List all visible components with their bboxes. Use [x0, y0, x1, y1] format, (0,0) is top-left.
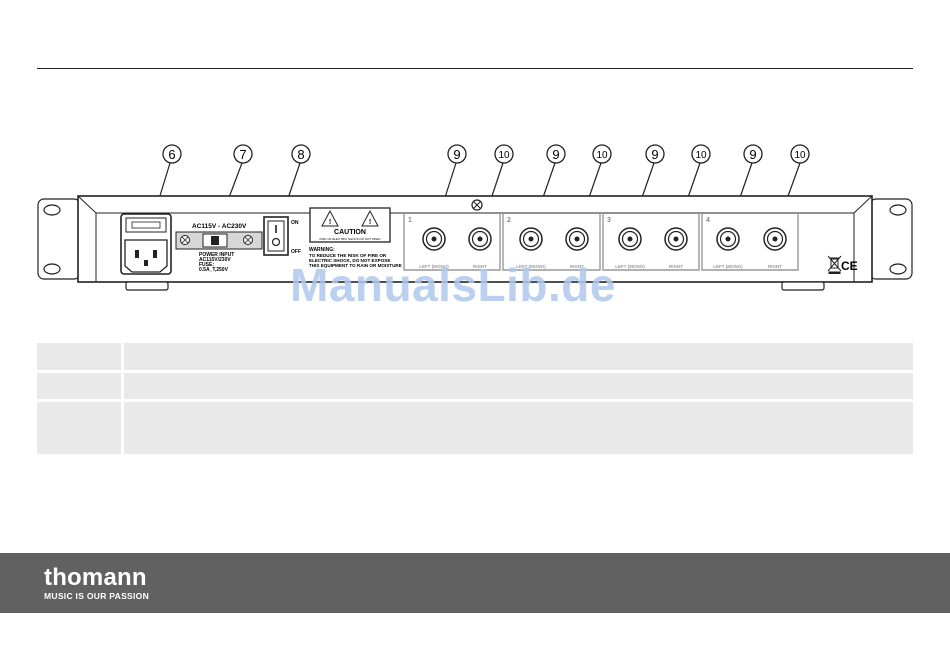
callout-10-ch1: 10 [494, 144, 514, 164]
svg-text:10: 10 [498, 150, 510, 161]
svg-text:9: 9 [552, 147, 559, 162]
brand-tagline: MUSIC IS OUR PASSION [44, 591, 150, 601]
callout-9-ch3: 9 [645, 144, 665, 164]
table-cell-label [37, 343, 121, 370]
callout-10-ch2: 10 [592, 144, 612, 164]
channel-2: 2 LEFT (MONO) RIGHT [502, 213, 601, 271]
ce-mark: CE [841, 259, 858, 273]
header-rule [37, 68, 913, 69]
svg-text:10: 10 [695, 150, 707, 161]
watermark: ManualsLib.de [290, 259, 616, 311]
warning-line-2: ELECTRIC SHOCK, DO NOT EXPOSE [309, 258, 390, 263]
table-row [37, 402, 913, 454]
svg-text:7: 7 [239, 147, 246, 162]
svg-text:RIGHT: RIGHT [768, 264, 782, 269]
foot-left [125, 281, 169, 291]
rear-panel-diagram: 6 7 8 9 10 9 10 9 10 9 10 [37, 144, 913, 291]
rack-ear-left [37, 198, 81, 280]
table-row [37, 373, 913, 399]
svg-text:10: 10 [794, 150, 806, 161]
svg-text:!: ! [369, 219, 371, 226]
callout-8: 8 [291, 144, 311, 164]
warning-line-1: TO REDUCE THE RISK OF FIRE OR [309, 253, 387, 258]
jack-left-ch4[interactable] [716, 227, 740, 251]
footer-bar: thomann MUSIC IS OUR PASSION [0, 553, 950, 613]
svg-text:8: 8 [297, 147, 304, 162]
foot-right [781, 281, 825, 291]
jack-right-ch3[interactable] [664, 227, 688, 251]
svg-text:4: 4 [706, 217, 710, 224]
jack-left-ch1[interactable] [422, 227, 446, 251]
power-input-label-3: FUSE: [199, 262, 214, 268]
svg-text:3: 3 [607, 217, 611, 224]
svg-text:LEFT (MONO): LEFT (MONO) [713, 264, 743, 269]
power-input-label-2: AC115V/230V [199, 257, 231, 263]
svg-text:10: 10 [596, 150, 608, 161]
callout-9-ch1: 9 [447, 144, 467, 164]
rack-ear-right [869, 198, 913, 280]
jack-right-ch2[interactable] [565, 227, 589, 251]
switch-off-label: OFF [291, 249, 301, 255]
iec-power-inlet [120, 213, 172, 275]
svg-text:9: 9 [651, 147, 658, 162]
warning-line-3: THIS EQUIPMENT TO RAIN OR MOISTURE [309, 263, 402, 268]
svg-text:CAUTION: CAUTION [334, 229, 366, 236]
power-switch[interactable] [263, 216, 289, 256]
jack-right-ch1[interactable] [468, 227, 492, 251]
svg-text:RISK OF ELECTRIC SHOCK DO NOT: RISK OF ELECTRIC SHOCK DO NOT OPEN [320, 237, 381, 241]
table-cell-value [124, 402, 913, 454]
jack-left-ch3[interactable] [618, 227, 642, 251]
table-cell-value [124, 343, 913, 370]
table-row [37, 343, 913, 370]
svg-text:9: 9 [749, 147, 756, 162]
svg-text:LEFT (MONO): LEFT (MONO) [419, 264, 449, 269]
channel-4: 4 LEFT (MONO) RIGHT [701, 213, 799, 271]
callout-9-ch4: 9 [743, 144, 763, 164]
callout-6: 6 [162, 144, 182, 164]
svg-text:!: ! [329, 219, 331, 226]
callout-9-ch2: 9 [546, 144, 566, 164]
channel-1: 1 LEFT (MONO) RIGHT [403, 213, 501, 271]
svg-text:RIGHT: RIGHT [570, 264, 584, 269]
svg-text:LEFT (MONO): LEFT (MONO) [615, 264, 645, 269]
jack-right-ch4[interactable] [763, 227, 787, 251]
brand-logo: thomann [44, 564, 147, 591]
callout-10-ch3: 10 [691, 144, 711, 164]
channel-3: 3 LEFT (MONO) RIGHT [602, 213, 700, 271]
table-cell-label [37, 402, 121, 454]
warning-title: WARNING: [309, 247, 335, 253]
svg-text:RIGHT: RIGHT [473, 264, 487, 269]
svg-text:2: 2 [507, 217, 511, 224]
chassis-screw [471, 199, 483, 211]
voltage-selector[interactable]: AC115V - AC230V [175, 223, 263, 250]
callout-7: 7 [233, 144, 253, 164]
power-input-label-4: 0.5A_T,250V [199, 267, 229, 273]
svg-text:RIGHT: RIGHT [669, 264, 683, 269]
switch-on-label: ON [291, 220, 299, 226]
svg-text:6: 6 [168, 147, 175, 162]
weee-bin-icon [827, 255, 842, 274]
jack-left-ch2[interactable] [519, 227, 543, 251]
table-cell-label [37, 373, 121, 399]
svg-text:9: 9 [453, 147, 460, 162]
svg-text:LEFT (MONO): LEFT (MONO) [516, 264, 546, 269]
caution-label: ! ! CAUTION RISK OF ELECTRIC SHOCK DO NO… [309, 207, 391, 243]
svg-text:1: 1 [408, 217, 412, 224]
callout-10-ch4: 10 [790, 144, 810, 164]
svg-text:AC115V - AC230V: AC115V - AC230V [192, 223, 247, 230]
spec-table [37, 343, 913, 457]
table-cell-value [124, 373, 913, 399]
power-input-label-1: POWER INPUT [199, 252, 234, 258]
